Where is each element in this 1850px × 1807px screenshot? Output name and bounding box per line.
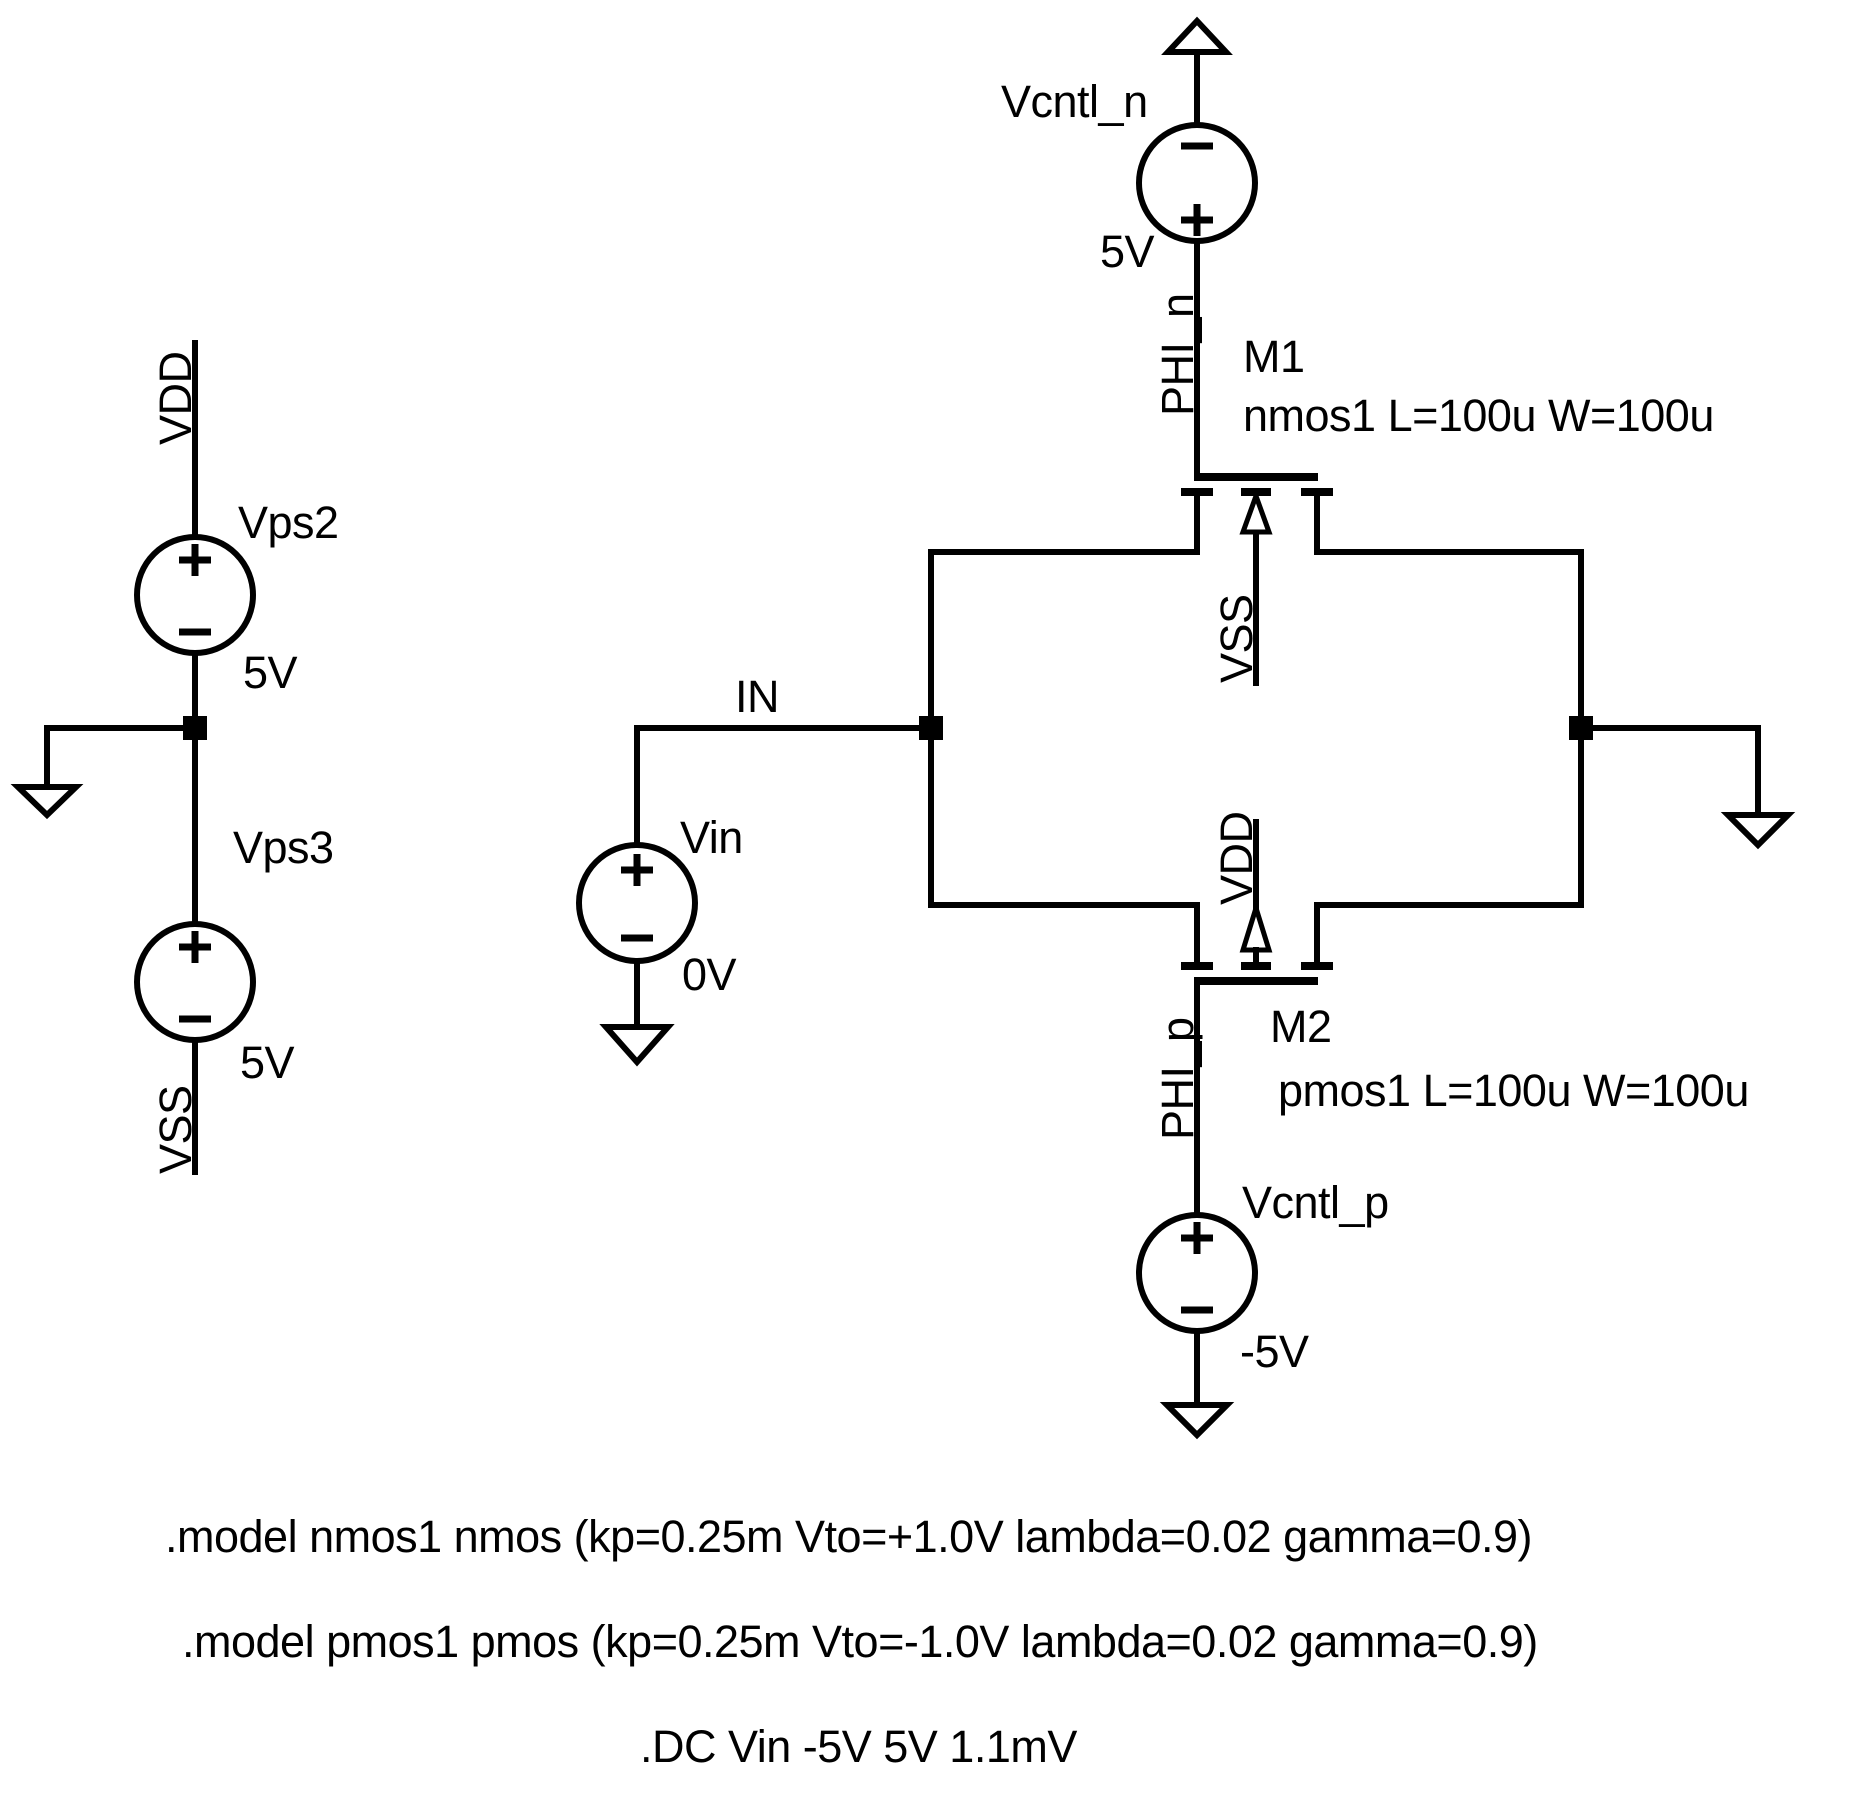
phi-p-net-label: PHI_p <box>1152 1017 1203 1140</box>
power-arrow-icon <box>1161 16 1233 55</box>
vdd-rail-label: VDD <box>150 351 201 445</box>
plus-polarity-icon <box>179 544 211 576</box>
transistor-m1 <box>1181 238 1333 686</box>
vcntl-p-name-label: Vcntl_p <box>1242 1177 1389 1228</box>
labels: VDD Vps2 5V Vps3 5V VSS IN Vin 0V Vcntl_… <box>150 76 1749 1772</box>
ground-icon <box>599 1024 675 1067</box>
m2-params-label: pmos1 L=100u W=100u <box>1278 1065 1749 1116</box>
vcntl-n-assembly <box>1136 16 1258 244</box>
vps3-value-label: 5V <box>240 1037 295 1088</box>
m2-bulk-arrow-icon <box>1239 819 1273 967</box>
vin-value-label: 0V <box>682 949 737 1000</box>
transmission-gate-frame <box>919 549 1796 908</box>
input-branch <box>576 725 934 1067</box>
vcntl-n-circle <box>1136 122 1258 244</box>
directive-model-pmos: .model pmos1 pmos (kp=0.25m Vto=-1.0V la… <box>182 1616 1538 1667</box>
vcntl-n-value-label: 5V <box>1100 226 1155 277</box>
in-net-label: IN <box>735 671 779 722</box>
vps2-value-label: 5V <box>243 647 298 698</box>
plus-polarity-icon <box>1181 204 1213 236</box>
m1-name-label: M1 <box>1243 331 1305 382</box>
vcntl-p-assembly <box>1136 1212 1258 1440</box>
ground-icon <box>1159 1402 1235 1440</box>
plus-polarity-icon <box>621 854 653 886</box>
m1-bulk-arrowhead <box>1239 488 1273 535</box>
vin-name-label: Vin <box>680 812 743 863</box>
ground-icon <box>10 784 84 820</box>
vcntl-n-name-label: Vcntl_n <box>1001 76 1148 127</box>
left-supply-chain <box>10 340 256 1175</box>
plus-polarity-icon <box>1181 1222 1213 1254</box>
m2-bulk-net-label: VDD <box>1211 811 1262 905</box>
wire-output-ground-branch <box>1578 725 1761 818</box>
vcntl-p-value-label: -5V <box>1240 1326 1309 1377</box>
wire-supply-ground-branch <box>44 725 198 790</box>
wire-left-loop <box>928 549 1200 908</box>
plus-polarity-icon <box>179 931 211 963</box>
vps3-name-label: Vps3 <box>233 822 334 873</box>
directive-dc-sweep: .DC Vin -5V 5V 1.1mV <box>640 1721 1077 1772</box>
m1-bulk-net-label: VSS <box>1211 594 1262 683</box>
m1-bulk-arrow-icon <box>1239 488 1273 686</box>
phi-n-net-label: PHI_n <box>1152 293 1203 416</box>
m2-bulk-arrowhead <box>1239 899 1273 953</box>
transistor-m2 <box>1181 819 1333 1218</box>
directive-model-nmos: .model nmos1 nmos (kp=0.25m Vto=+1.0V la… <box>165 1511 1532 1562</box>
wire-in-net <box>634 725 934 848</box>
m2-name-label: M2 <box>1270 1001 1332 1052</box>
junction-node-in <box>919 716 943 740</box>
vps2-name-label: Vps2 <box>238 497 339 548</box>
voltage-source-vin <box>576 842 698 964</box>
vss-rail-label: VSS <box>150 1085 201 1174</box>
ground-icon <box>1720 812 1796 850</box>
wire-right-loop <box>1314 549 1584 908</box>
voltage-source-vps2 <box>134 534 256 656</box>
m1-params-label: nmos1 L=100u W=100u <box>1243 390 1714 441</box>
voltage-source-vps3 <box>134 921 256 1043</box>
